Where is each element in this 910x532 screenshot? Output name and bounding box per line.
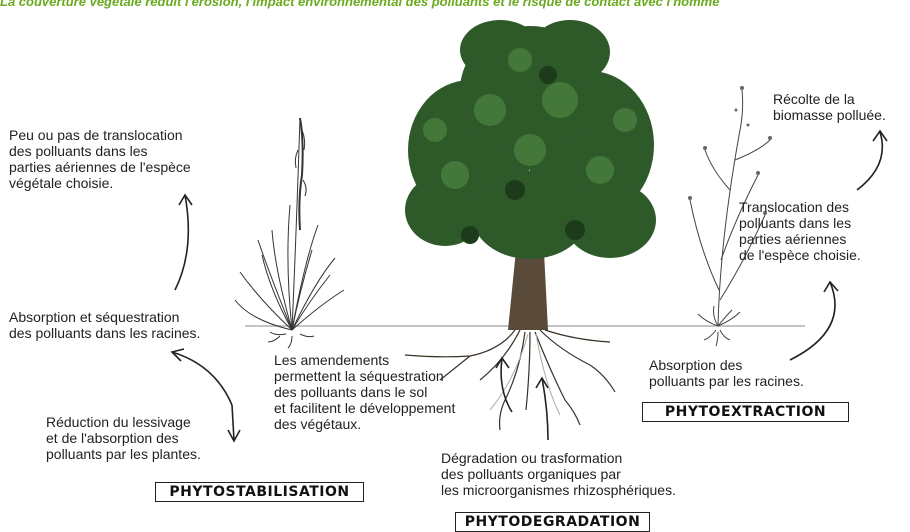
grass-plant-illustration [235, 118, 344, 348]
arrow-peu-translocation [175, 195, 188, 290]
label-recolte: Récolte de la biomasse polluée. [773, 91, 886, 123]
box-phytoextraction: PHYTOEXTRACTION [642, 402, 849, 422]
label-absorption-racines: Absorption des polluants par les racines… [649, 357, 804, 389]
label-reduction-lessivage: Réduction du lessivage et de l'absorptio… [46, 414, 201, 462]
label-translocation: Translocation des polluants dans les par… [739, 199, 861, 263]
label-degradation: Dégradation ou trasformation des polluan… [441, 450, 676, 498]
label-peu-translocation: Peu ou pas de translocation des polluant… [9, 127, 191, 191]
arrow-recolte [857, 132, 882, 190]
arrow-reduction-lessivage [232, 405, 234, 440]
label-absorption-sequestration: Absorption et séquestration des polluant… [9, 309, 200, 341]
label-amendements: Les amendements permettent la séquestrat… [274, 352, 455, 432]
box-phytostabilisation: PHYTOSTABILISATION [155, 482, 364, 502]
box-phytodegradation: PHYTODEGRADATION [455, 512, 650, 532]
arrow-absorption-racines [790, 282, 835, 360]
